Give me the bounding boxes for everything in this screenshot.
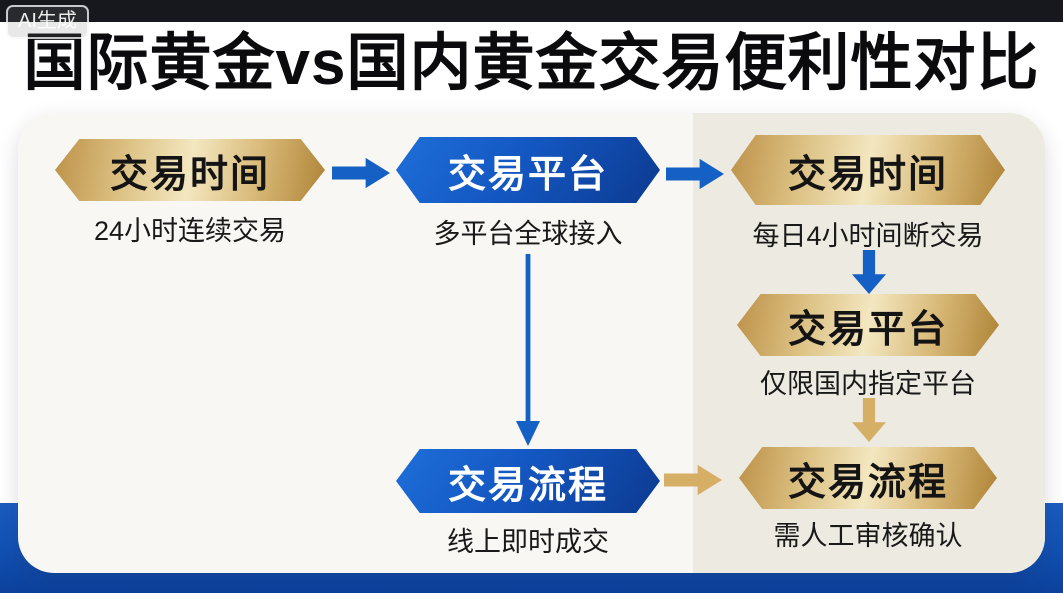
dom-trading-process-desc: 需人工审核确认 <box>773 521 963 551</box>
intl-trading-process-desc: 线上即时成交 <box>447 527 609 557</box>
dom-trading-platform-badge: 交易平台 <box>737 294 999 356</box>
intl-trading-process-badge: 交易流程 <box>396 449 660 513</box>
page-title: 国际黄金vs国内黄金交易便利性对比 <box>23 29 1040 98</box>
intl-trading-platform-badge: 交易平台 <box>396 137 660 203</box>
dom-trading-hours-badge: 交易时间 <box>731 135 1005 205</box>
intl-trading-platform-desc: 多平台全球接入 <box>433 219 623 249</box>
ai-generated-watermark: AI生成 <box>6 5 89 39</box>
intl-trading-hours-badge: 交易时间 <box>55 139 325 201</box>
intl-trading-hours-desc: 24小时连续交易 <box>93 216 287 246</box>
dom-trading-process-badge: 交易流程 <box>739 447 997 509</box>
top-border-bar <box>0 0 1063 22</box>
dom-trading-platform-desc: 仅限国内指定平台 <box>760 369 976 399</box>
dom-trading-hours-desc: 每日4小时间断交易 <box>752 221 984 251</box>
